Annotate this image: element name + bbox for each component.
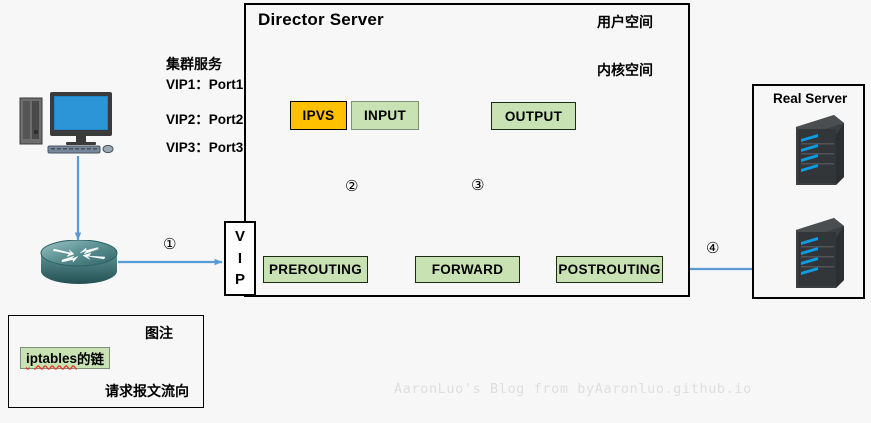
step-number-3: ③ <box>471 176 485 194</box>
director-server-title: Director Server <box>258 10 384 29</box>
forward-chain-box: FORWARD <box>415 256 520 283</box>
vip-box: V I P <box>224 221 256 296</box>
cluster-service-entry-2: VIP2：Port2 <box>166 112 244 127</box>
postrouting-chain-box: POSTROUTING <box>556 256 663 283</box>
vip-letter-p: P <box>234 271 245 289</box>
step-number-4: ④ <box>706 239 720 257</box>
user-space-label: 用户空间 <box>597 14 653 30</box>
legend-chain-label-main: iptables <box>26 350 78 366</box>
cluster-service-entry-3: VIP3：Port3 <box>166 140 244 155</box>
server-rack-icon-2 <box>796 218 844 288</box>
watermark-text: AaronLuo's Blog from byAaronluo.github.i… <box>394 381 752 397</box>
server-rack-icon-1 <box>796 115 844 185</box>
ipvs-box: IPVS <box>290 101 347 130</box>
vip-letter-v: V <box>234 227 245 245</box>
cluster-service-title: 集群服务 <box>166 56 222 72</box>
legend-title: 图注 <box>145 325 173 341</box>
real-server-title: Real Server <box>773 91 848 106</box>
kernel-space-label: 内核空间 <box>597 62 653 78</box>
cluster-service-entry-1: VIP1：Port1 <box>166 77 244 92</box>
director-server-frame <box>244 3 690 297</box>
input-chain-box: INPUT <box>351 101 419 130</box>
legend-chain-label-suffix: 的链 <box>77 352 105 367</box>
prerouting-chain-box: PREROUTING <box>263 256 368 283</box>
client-pc-icon <box>19 92 114 154</box>
step-number-1: ① <box>163 235 177 253</box>
router-icon <box>40 240 118 284</box>
step-number-2: ② <box>345 177 359 195</box>
output-chain-box: OUTPUT <box>491 102 576 130</box>
vip-letter-i: I <box>237 249 243 267</box>
legend-flow-label: 请求报文流向 <box>105 383 189 399</box>
